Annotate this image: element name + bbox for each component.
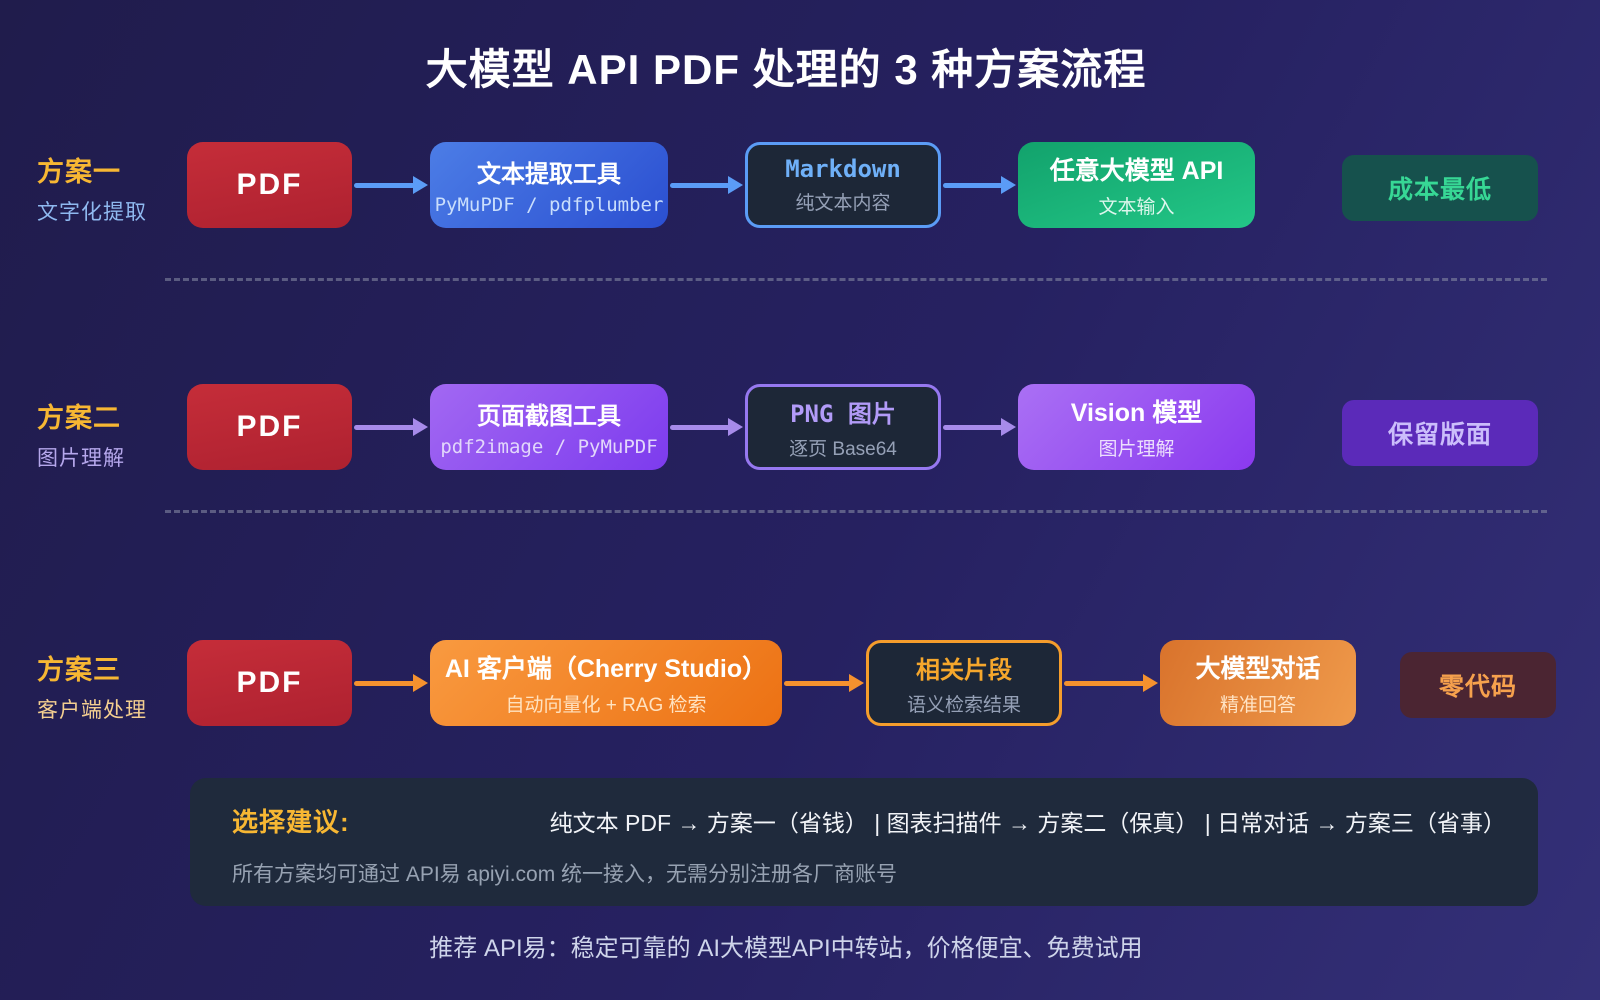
advice-label: 选择建议: <box>232 807 350 837</box>
plan1-benefit-badge: 成本最低 <box>1342 155 1538 221</box>
arrow-shaft <box>670 424 730 430</box>
plan3-name: 方案三 <box>37 655 121 685</box>
plan2-api-box: Vision 模型 图片理解 <box>1018 384 1255 470</box>
plan3-intermediate-subtitle: 语义检索结果 <box>906 694 1021 716</box>
advice-note: 所有方案均可通过 API易 apiyi.com 统一接入，无需分别注册各厂商账号 <box>232 863 898 886</box>
plan3-tool-box: AI 客户端（Cherry Studio） 自动向量化 + RAG 检索 <box>430 640 782 726</box>
plan2-desc: 图片理解 <box>37 447 125 470</box>
plan2-pdf-box: PDF <box>187 384 352 470</box>
plan1-api-subtitle: 文本输入 <box>1098 197 1175 218</box>
plan1-tool-title: 文本提取工具 <box>477 161 621 188</box>
plan2-label: 方案二 图片理解 <box>37 396 197 472</box>
advice-text: 纯文本 PDF → 方案一（省钱） | 图表扫描件 → 方案二（保真） | 日常… <box>549 810 1506 836</box>
arrow-shaft <box>943 182 1003 188</box>
arrow-head <box>1001 418 1016 436</box>
plan1-pdf-title: PDF <box>236 168 303 201</box>
arrow-right-icon <box>670 418 743 436</box>
arrow-shaft <box>1064 680 1145 686</box>
arrow-shaft <box>354 424 415 430</box>
plan1-intermediate-subtitle: 纯文本内容 <box>795 193 891 214</box>
arrow-shaft <box>784 680 851 686</box>
plan3-tool-title: AI 客户端（Cherry Studio） <box>444 655 768 683</box>
footer-recommendation: 推荐 API易：稳定可靠的 AI大模型API中转站，价格便宜、免费试用 <box>429 935 1143 962</box>
advice-line: 选择建议: 纯文本 PDF → 方案一（省钱） | 图表扫描件 → 方案二（保真… <box>232 802 1506 839</box>
plan3-pdf-box: PDF <box>187 640 352 726</box>
plan1-api-box: 任意大模型 API 文本输入 <box>1018 142 1255 228</box>
plan2-tool-title: 页面截图工具 <box>477 403 621 430</box>
plan1-intermediate-title: Markdown <box>785 155 901 183</box>
arrow-right-icon <box>354 176 428 194</box>
plan3-intermediate-box: 相关片段 语义检索结果 <box>866 640 1062 726</box>
plan2-tool-subtitle: pdf2image / PyMuPDF <box>440 436 658 458</box>
arrow-head <box>413 418 428 436</box>
plan2-name: 方案二 <box>37 403 121 433</box>
plan3-benefit-badge: 零代码 <box>1400 652 1556 718</box>
plan3-label: 方案三 客户端处理 <box>37 648 197 724</box>
plan2-benefit-badge: 保留版面 <box>1342 400 1538 466</box>
arrow-right-icon <box>784 674 864 692</box>
arrow-right-icon <box>1064 674 1158 692</box>
plan3-tool-subtitle: 自动向量化 + RAG 检索 <box>505 695 707 716</box>
arrow-head <box>413 674 428 692</box>
arrow-right-icon <box>354 418 428 436</box>
arrow-head <box>728 176 743 194</box>
plan1-tool-subtitle: PyMuPDF / pdfplumber <box>434 194 664 216</box>
plan3-intermediate-title: 相关片段 <box>916 656 1012 684</box>
arrow-right-icon <box>943 418 1016 436</box>
plan1-api-title: 任意大模型 API <box>1049 157 1224 185</box>
arrow-right-icon <box>354 674 428 692</box>
plan1-tool-box: 文本提取工具 PyMuPDF / pdfplumber <box>430 142 668 228</box>
plan1-label: 方案一 文字化提取 <box>37 150 197 226</box>
arrow-right-icon <box>670 176 743 194</box>
row-divider <box>165 278 1547 281</box>
plan1-desc: 文字化提取 <box>37 201 147 224</box>
plan1-name: 方案一 <box>37 157 121 187</box>
page-title: 大模型 API PDF 处理的 3 种方案流程 <box>425 46 1147 93</box>
plan3-api-title: 大模型对话 <box>1195 655 1321 683</box>
arrow-shaft <box>354 182 415 188</box>
advice-panel: 选择建议: 纯文本 PDF → 方案一（省钱） | 图表扫描件 → 方案二（保真… <box>190 778 1538 906</box>
plan3-pdf-title: PDF <box>236 666 303 699</box>
arrow-right-icon <box>943 176 1016 194</box>
arrow-head <box>849 674 864 692</box>
row-divider <box>165 510 1547 513</box>
arrow-shaft <box>943 424 1003 430</box>
plan3-api-subtitle: 精准回答 <box>1219 695 1296 716</box>
plan3-api-box: 大模型对话 精准回答 <box>1160 640 1356 726</box>
plan2-pdf-title: PDF <box>236 410 303 443</box>
arrow-head <box>1143 674 1158 692</box>
plan2-intermediate-subtitle: 逐页 Base64 <box>789 438 897 460</box>
plan2-intermediate-box: PNG 图片 逐页 Base64 <box>745 384 941 470</box>
arrow-head <box>728 418 743 436</box>
arrow-shaft <box>670 182 730 188</box>
plan2-intermediate-title: PNG 图片 <box>790 399 896 428</box>
arrow-shaft <box>354 680 415 686</box>
plan2-api-subtitle: 图片理解 <box>1098 439 1175 460</box>
plan2-tool-box: 页面截图工具 pdf2image / PyMuPDF <box>430 384 668 470</box>
arrow-head <box>1001 176 1016 194</box>
plan3-desc: 客户端处理 <box>37 699 147 722</box>
plan1-pdf-box: PDF <box>187 142 352 228</box>
plan1-intermediate-box: Markdown 纯文本内容 <box>745 142 941 228</box>
plan2-api-title: Vision 模型 <box>1070 399 1203 427</box>
arrow-head <box>413 176 428 194</box>
